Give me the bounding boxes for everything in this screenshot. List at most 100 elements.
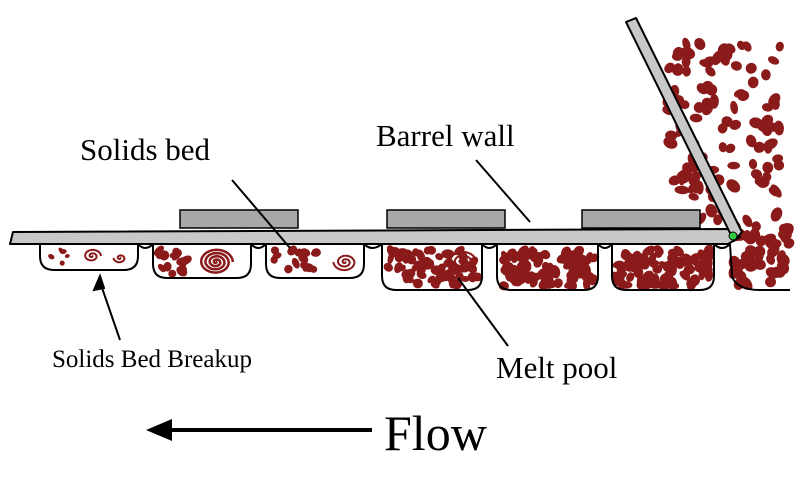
pellet	[745, 234, 757, 245]
pellet	[749, 117, 763, 129]
pellet	[446, 273, 457, 283]
pellet	[501, 250, 511, 263]
channel-cup-1	[39, 244, 139, 271]
pellet	[671, 52, 683, 61]
pellet	[689, 113, 703, 123]
melt-pool-label: Melt pool	[496, 350, 617, 385]
hopper-wall	[625, 17, 743, 242]
pellet	[638, 259, 650, 270]
channel-cup-6	[611, 244, 715, 291]
pellet	[412, 278, 423, 289]
pellet	[64, 254, 70, 258]
pellet	[705, 66, 716, 77]
solids-bed-label: Solids bed	[80, 132, 211, 167]
pellet	[747, 76, 759, 89]
pellet	[696, 83, 709, 95]
pellet	[718, 142, 728, 153]
pellet	[163, 261, 172, 272]
pellet	[59, 249, 67, 255]
flow-arrow	[146, 419, 372, 441]
pellet	[620, 251, 634, 261]
channel-link-3	[363, 243, 383, 249]
channel-link-2	[250, 243, 267, 249]
pellet	[705, 203, 718, 218]
pellet	[396, 252, 405, 260]
pellet	[736, 40, 746, 50]
pellet	[512, 277, 526, 285]
pellet	[748, 158, 758, 170]
melt-swirl	[112, 254, 126, 264]
pellet	[176, 266, 188, 277]
pellet	[509, 264, 518, 279]
pellet	[431, 266, 440, 275]
pellet	[59, 260, 65, 266]
pellet	[394, 262, 403, 274]
pellet	[764, 121, 779, 132]
melt-pool-pointer	[457, 277, 509, 347]
pellet	[588, 253, 600, 263]
pellet	[571, 262, 581, 274]
pivot-dot	[728, 231, 738, 241]
solids-bed-breakup-label: Solids Bed Breakup	[52, 346, 252, 373]
pellet	[725, 143, 736, 154]
pellet	[766, 254, 776, 265]
flow-label: Flow	[384, 405, 487, 461]
pellet	[765, 276, 776, 288]
channel-cup-2	[152, 244, 252, 279]
flight-block-3	[581, 209, 701, 229]
pellet	[563, 260, 574, 270]
pellet	[682, 162, 694, 174]
pellet	[641, 278, 652, 288]
pellet	[772, 154, 784, 163]
channel-fillings	[48, 37, 795, 292]
pellet	[588, 274, 599, 286]
pellet	[761, 69, 771, 81]
pellet	[664, 62, 675, 74]
pellet	[272, 252, 282, 260]
pellet	[284, 264, 293, 274]
pellet	[654, 248, 663, 259]
pellet	[730, 100, 739, 115]
pellet	[541, 261, 550, 271]
pellet	[782, 222, 794, 235]
melt-swirl	[84, 248, 103, 262]
pellet	[426, 258, 435, 268]
channel-cup-3	[265, 244, 365, 279]
pellet	[730, 61, 742, 71]
pellet	[437, 263, 446, 273]
pellet	[574, 248, 584, 258]
pellet	[383, 262, 393, 272]
breakup-pointer	[99, 281, 121, 341]
pellet	[179, 255, 192, 266]
melt-swirl	[449, 250, 478, 272]
pellet	[387, 251, 395, 265]
pellet	[309, 265, 318, 273]
pellet	[168, 269, 177, 278]
pellet	[768, 93, 781, 107]
breakup-arrowhead	[92, 273, 106, 292]
channel-cup-5	[496, 244, 599, 291]
pellet	[516, 255, 529, 264]
pellet	[676, 170, 690, 184]
pellet	[770, 184, 782, 198]
pellet	[768, 56, 780, 65]
pellet	[673, 63, 684, 74]
pellet	[658, 261, 670, 270]
pellet	[765, 267, 780, 279]
pellet	[171, 249, 182, 261]
pellet	[566, 273, 579, 285]
pellet	[681, 54, 691, 68]
pellet	[612, 272, 622, 282]
pellet	[619, 281, 633, 289]
pellet	[776, 260, 790, 275]
pellet	[48, 253, 55, 260]
pellet	[702, 264, 713, 276]
pellet	[764, 143, 773, 154]
pellet	[533, 257, 543, 268]
pellet	[423, 246, 432, 255]
pellet	[406, 255, 417, 265]
pellet	[560, 246, 572, 261]
pellet	[553, 278, 563, 289]
channel-cup-4	[381, 244, 483, 291]
